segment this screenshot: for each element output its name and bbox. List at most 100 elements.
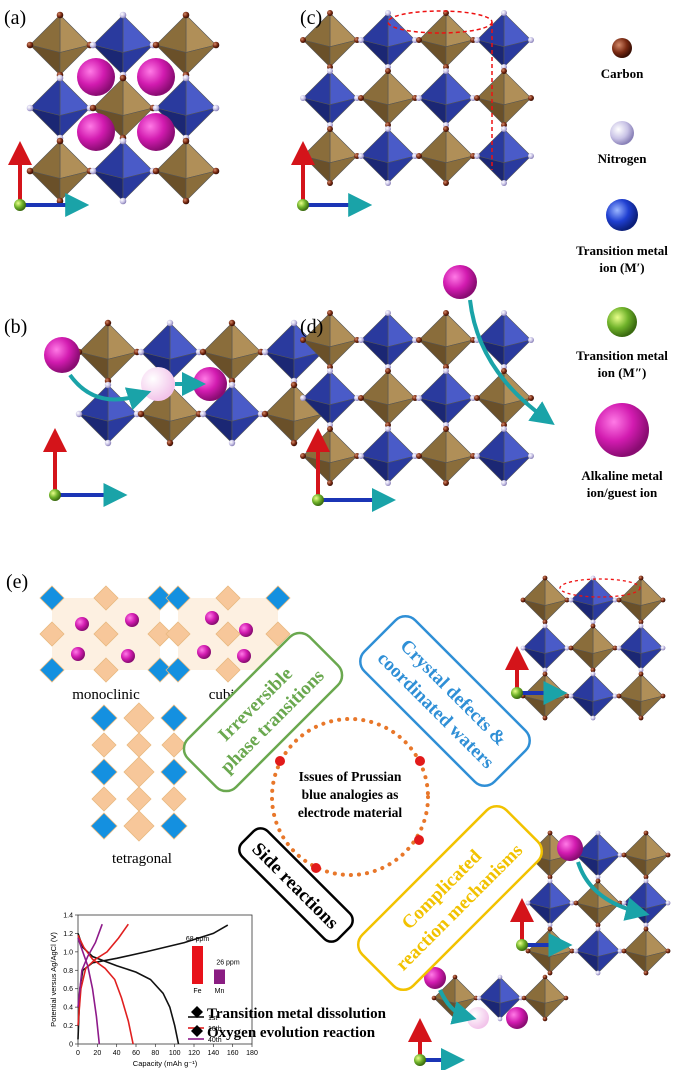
nitrogen-atom bbox=[56, 74, 64, 82]
issue-side-reactions: Side reactions bbox=[238, 827, 354, 943]
nitrogen-atom bbox=[89, 167, 97, 175]
nitrogen-atom bbox=[385, 180, 391, 186]
issue-crystal-defects: Crystal defects & coordinated waters bbox=[359, 615, 531, 787]
axis-origin-sphere-icon bbox=[49, 489, 61, 501]
axis-triad bbox=[8, 141, 90, 217]
migration-arrow bbox=[468, 299, 555, 425]
carbon-atom bbox=[520, 597, 526, 603]
defect-highlight-ellipse bbox=[559, 578, 641, 598]
nitrogen-atom bbox=[638, 623, 644, 629]
octahedron-face bbox=[503, 39, 532, 68]
guest-ion bbox=[197, 645, 211, 659]
legend-tm1-line1: Transition metal bbox=[576, 243, 668, 258]
inset-bar-Mn bbox=[214, 969, 225, 984]
axis-triad bbox=[291, 141, 373, 217]
carbon-atom bbox=[542, 575, 548, 581]
carbon-atom bbox=[638, 715, 644, 721]
nitrogen-atom bbox=[300, 95, 306, 101]
nitrogen-atom bbox=[152, 104, 160, 112]
octahedron-face bbox=[592, 695, 616, 719]
carbon-atom bbox=[638, 619, 644, 625]
carbon-atom bbox=[542, 974, 548, 980]
octahedron-face bbox=[387, 339, 416, 368]
carbon-atom bbox=[385, 368, 391, 374]
octahedron-face bbox=[592, 647, 616, 671]
nitrogen-atom bbox=[474, 153, 480, 159]
nitrogen-atom bbox=[590, 671, 596, 677]
nitrogen-atom bbox=[497, 1016, 503, 1022]
y-tick-label: 0 bbox=[69, 1042, 73, 1049]
carbon-atom bbox=[327, 180, 333, 186]
octahedron-face bbox=[445, 455, 474, 484]
carbon-atom bbox=[290, 381, 298, 389]
migration-arrow bbox=[576, 861, 650, 921]
octahedron-face bbox=[445, 339, 474, 368]
atom-legend: Carbon Nitrogen Transition metal ion (M′… bbox=[576, 38, 668, 500]
nitrogen-atom bbox=[416, 95, 422, 101]
tan-octahedron bbox=[39, 621, 65, 647]
carbon-atom bbox=[431, 995, 437, 1001]
phase-cell bbox=[90, 702, 188, 842]
octahedron-face bbox=[592, 599, 616, 623]
carbon-atom bbox=[616, 597, 622, 603]
nitrogen-sphere-icon bbox=[610, 121, 634, 145]
lattice bbox=[26, 11, 220, 205]
nitrogen-atom bbox=[542, 623, 548, 629]
tan-octahedron bbox=[215, 657, 241, 683]
nitrogen-atom bbox=[528, 153, 534, 159]
lattice bbox=[300, 310, 534, 486]
migration-arrow bbox=[68, 373, 152, 411]
carbon-atom bbox=[327, 480, 333, 486]
axis-origin-sphere-icon bbox=[414, 1054, 426, 1066]
transition-metal-m2-sphere-icon bbox=[607, 307, 637, 337]
nitrogen-atom bbox=[501, 10, 507, 16]
carbon-atom bbox=[182, 137, 190, 145]
octahedron-face bbox=[231, 351, 262, 382]
nitrogen-atom bbox=[520, 645, 526, 651]
crystal-structures bbox=[8, 10, 671, 1070]
nitrogen-atom bbox=[612, 693, 618, 699]
nitrogen-atom bbox=[385, 10, 391, 16]
octahedron-face bbox=[640, 695, 664, 719]
x-tick-label: 100 bbox=[169, 1050, 181, 1057]
carbon-atom bbox=[56, 197, 64, 205]
nitrogen-atom bbox=[119, 137, 127, 145]
carbon-atom bbox=[443, 180, 449, 186]
legend-tm2-line1: Transition metal bbox=[576, 348, 668, 363]
axis-triad bbox=[43, 428, 128, 507]
carbon-atom bbox=[261, 410, 269, 418]
carbon-sphere-icon bbox=[612, 38, 632, 58]
carbon-atom bbox=[643, 970, 649, 976]
carbon-atom bbox=[416, 453, 422, 459]
nitrogen-atom bbox=[476, 995, 482, 1001]
nitrogen-atom bbox=[612, 597, 618, 603]
nitrogen-atom bbox=[327, 368, 333, 374]
nitrogen-atom bbox=[643, 922, 649, 928]
x-tick-label: 160 bbox=[227, 1050, 239, 1057]
nitrogen-atom bbox=[501, 480, 507, 486]
issues-center: Issues of Prussian blue analogies as ele… bbox=[270, 717, 430, 877]
nitrogen-atom bbox=[261, 348, 269, 356]
carbon-atom bbox=[182, 197, 190, 205]
blue-octahedron bbox=[39, 585, 65, 611]
carbon-atom bbox=[501, 368, 507, 374]
carbon-atom bbox=[228, 319, 236, 327]
lattice bbox=[75, 319, 327, 447]
guest-ion bbox=[557, 835, 583, 861]
y-tick-label: 1.4 bbox=[63, 913, 73, 920]
guest-ion bbox=[205, 611, 219, 625]
nitrogen-atom bbox=[621, 900, 627, 906]
octahedron-face bbox=[329, 339, 358, 368]
nitrogen-atom bbox=[617, 948, 623, 954]
tan-octahedron bbox=[123, 810, 155, 842]
nitrogen-atom bbox=[542, 667, 548, 673]
legend-alkaline-line2: ion/guest ion bbox=[587, 485, 658, 500]
octahedron-face bbox=[503, 397, 532, 426]
octahedron-face bbox=[329, 155, 358, 184]
octahedron-face bbox=[329, 39, 358, 68]
axis-triad bbox=[408, 1018, 465, 1070]
nitrogen-atom bbox=[104, 381, 112, 389]
issue-box-phase bbox=[182, 631, 344, 793]
nitrogen-atom bbox=[385, 310, 391, 316]
carbon-atom bbox=[542, 1016, 548, 1022]
